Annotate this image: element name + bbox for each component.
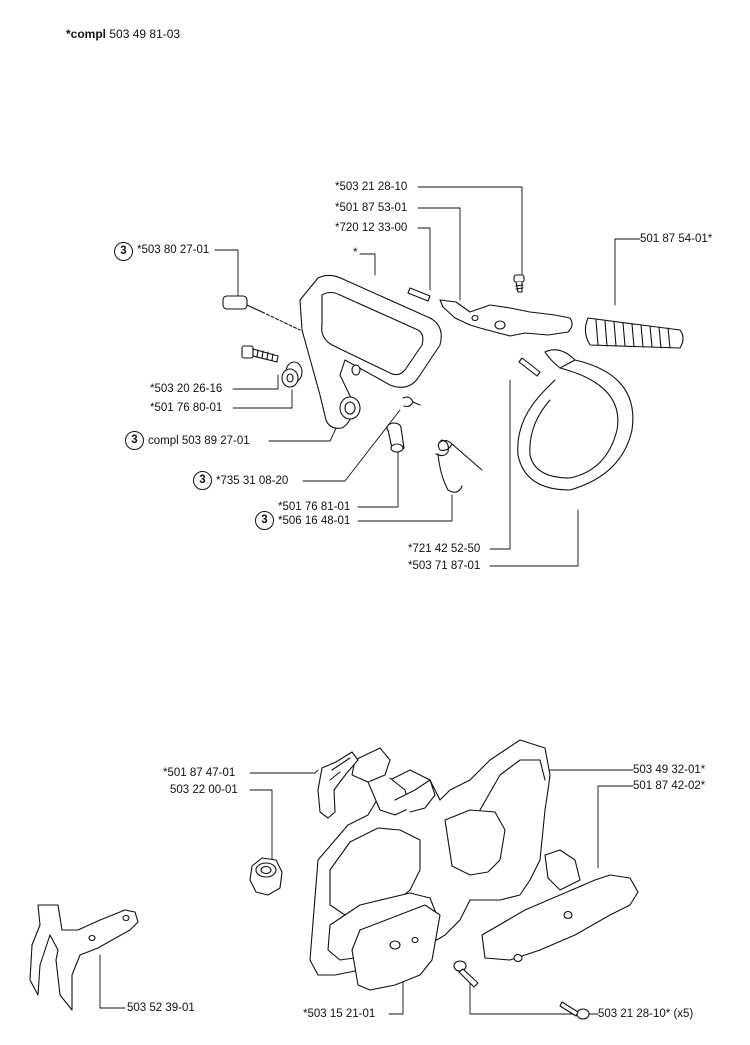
part-label-19: 503 52 39-01 bbox=[127, 1002, 195, 1014]
screw-left bbox=[241, 345, 279, 363]
brake-band-pin bbox=[518, 357, 541, 377]
pivot-bolt bbox=[222, 295, 301, 331]
small-pin bbox=[407, 287, 431, 302]
ref-circle-2: 3 bbox=[125, 431, 144, 450]
brake-lever-link bbox=[439, 299, 573, 337]
part-label-2: *501 87 53-01 bbox=[335, 202, 408, 214]
part-label-17: 503 49 32-01* bbox=[633, 764, 706, 776]
part-label-8: *501 76 80-01 bbox=[150, 402, 223, 414]
part-label-7: *503 20 26-16 bbox=[150, 383, 223, 395]
part-label-1: *503 21 28-10 bbox=[335, 181, 408, 193]
part-label-6: * bbox=[353, 247, 358, 259]
compl-prefix: *compl bbox=[66, 27, 107, 41]
part-label-4: 501 87 54-01* bbox=[640, 233, 713, 245]
brake-handle bbox=[299, 274, 442, 429]
ref-circle-4: 3 bbox=[255, 511, 274, 530]
part-label-20: *503 15 21-01 bbox=[303, 1008, 376, 1020]
ref-circle-1: 3 bbox=[114, 242, 133, 261]
brake-band bbox=[517, 349, 634, 491]
assembly-part-number: 503 49 81-03 bbox=[109, 27, 181, 41]
ref-circle-3: 3 bbox=[193, 471, 212, 490]
leader-lines-upper bbox=[214, 186, 641, 567]
leader-lines-lower bbox=[99, 764, 634, 1015]
part-label-15: *501 87 47-01 bbox=[163, 767, 236, 779]
part-label-3: *720 12 33-00 bbox=[335, 222, 408, 234]
part-label-13: *721 42 52-50 bbox=[408, 543, 481, 555]
brake-lever-bracket bbox=[351, 747, 436, 816]
screw-lower-right bbox=[559, 1001, 590, 1020]
part-label-14: *503 71 87-01 bbox=[408, 560, 481, 572]
part-label-9: compl 503 89 27-01 bbox=[148, 435, 250, 447]
nut bbox=[249, 857, 283, 896]
clip-small bbox=[402, 396, 421, 408]
part-label-12: *506 16 48-01 bbox=[278, 515, 351, 527]
cover-plate bbox=[481, 849, 639, 963]
torsion-spring bbox=[435, 439, 483, 493]
part-label-10: *735 31 08-20 bbox=[216, 475, 289, 487]
chain-catcher-plate bbox=[351, 904, 441, 991]
bushing bbox=[386, 422, 405, 453]
assembly-header: *compl 503 49 81-03 bbox=[66, 27, 180, 41]
rubber-bellows bbox=[584, 317, 684, 349]
part-label-5: *503 80 27-01 bbox=[137, 244, 210, 256]
screw-lower-left bbox=[453, 960, 479, 988]
screw-top bbox=[513, 274, 525, 293]
part-label-16: 503 22 00-01 bbox=[170, 784, 238, 796]
washer-left bbox=[281, 361, 303, 388]
chain-guide-tool bbox=[29, 904, 139, 1011]
part-label-18: 501 87 42-02* bbox=[633, 780, 706, 792]
part-label-21: 503 21 28-10* (x5) bbox=[598, 1008, 694, 1020]
clip-piece bbox=[317, 751, 359, 819]
part-label-11: *501 76 81-01 bbox=[278, 501, 351, 513]
